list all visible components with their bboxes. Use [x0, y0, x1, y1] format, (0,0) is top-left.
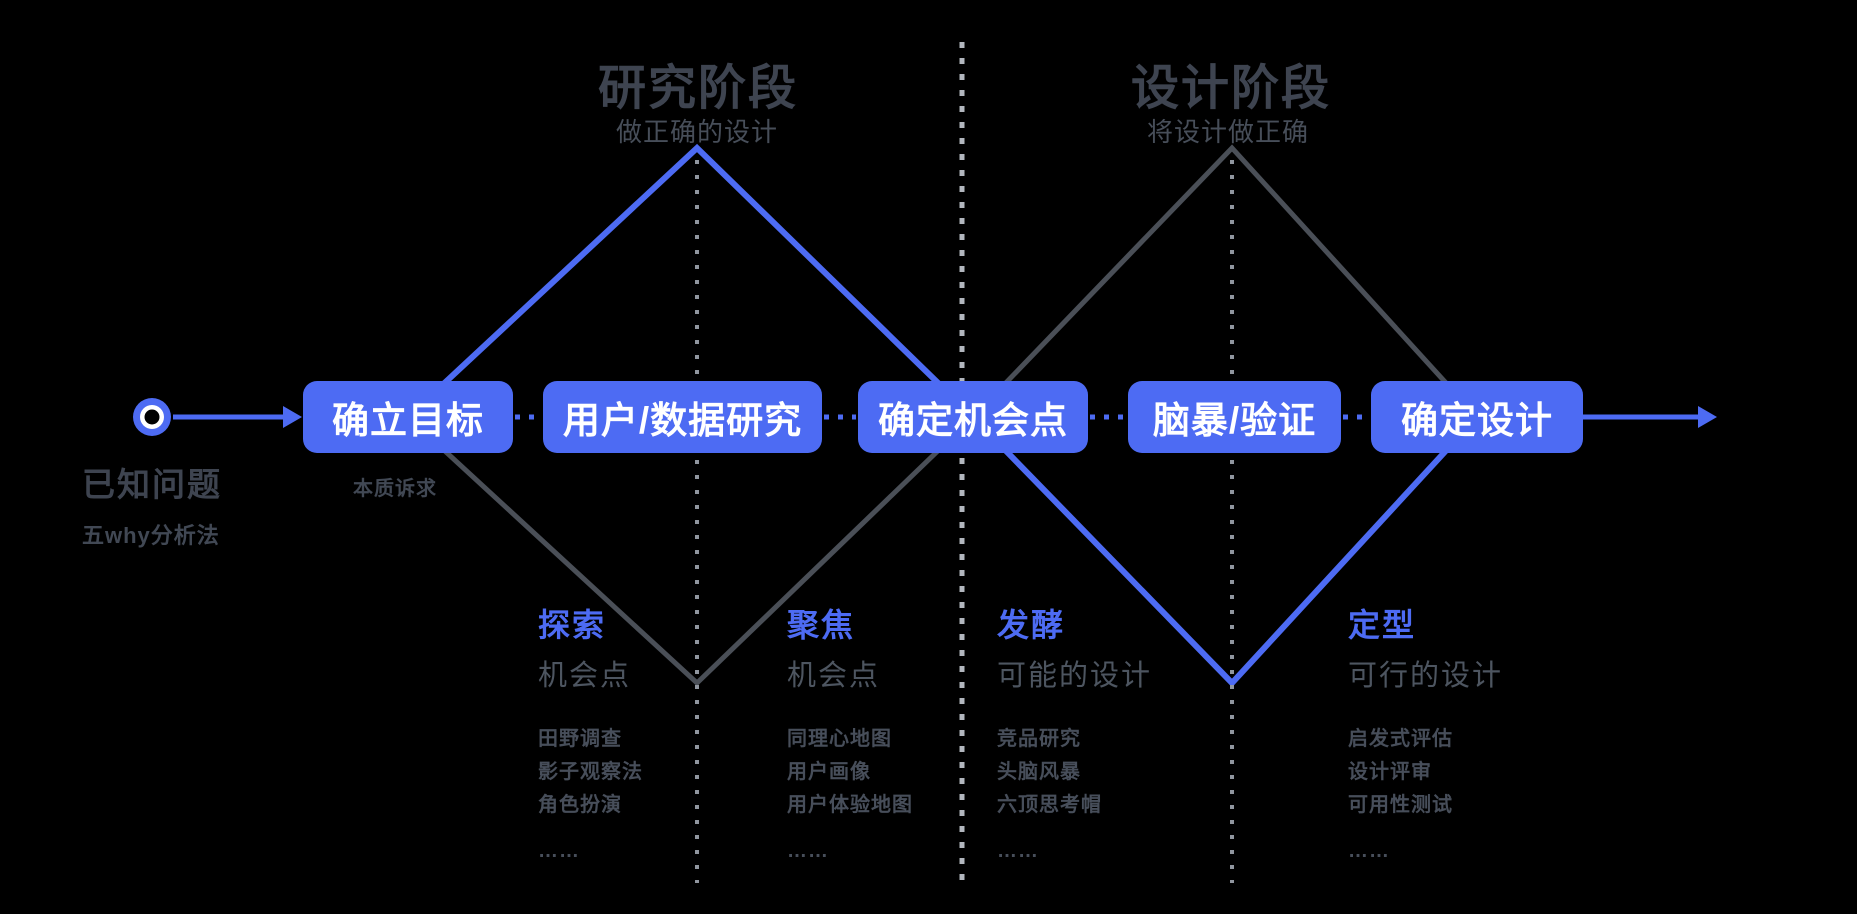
method-item: 设计评审 [1348, 761, 1432, 783]
stage-block-explore: 探索 机会点 田野调查 影子观察法 角色扮演 …… [538, 606, 838, 868]
method-item-ellipsis: …… [538, 840, 580, 862]
stage-method-list: 同理心地图 用户画像 用户体验地图 …… [787, 723, 1087, 868]
method-item: 田野调查 [538, 728, 622, 750]
method-item: 角色扮演 [538, 794, 622, 816]
step-pill-set-goal: 确立目标 [303, 381, 513, 453]
method-item: 头脑风暴 [997, 761, 1081, 783]
stage-block-finalize: 定型 可行的设计 启发式评估 设计评审 可用性测试 …… [1348, 606, 1648, 868]
essential-demand-note: 本质诉求 [353, 478, 437, 500]
step-pill-user-data-research: 用户/数据研究 [543, 381, 822, 453]
stage-title: 聚焦 [787, 607, 856, 643]
method-item: 竞品研究 [997, 728, 1081, 750]
start-node-icon [133, 398, 171, 436]
method-item-ellipsis: …… [787, 840, 829, 862]
end-arrow-icon [1583, 406, 1717, 428]
method-item: 同理心地图 [787, 728, 892, 750]
stage-subtitle: 可能的设计 [997, 660, 1153, 692]
stage-method-list: 田野调查 影子观察法 角色扮演 …… [538, 723, 838, 868]
stage-title: 定型 [1348, 607, 1417, 643]
stage-subtitle: 可行的设计 [1348, 660, 1504, 692]
method-item-ellipsis: …… [1348, 840, 1390, 862]
phase-title-research: 研究阶段 [597, 62, 799, 115]
stage-block-ferment: 发酵 可能的设计 竞品研究 头脑风暴 六顶思考帽 …… [997, 606, 1297, 868]
step-pill-brainstorm-validate: 脑暴/验证 [1128, 381, 1341, 453]
stage-block-focus: 聚焦 机会点 同理心地图 用户画像 用户体验地图 …… [787, 606, 1087, 868]
known-problem-label: 已知问题 [82, 466, 222, 503]
stage-subtitle: 机会点 [787, 660, 881, 692]
method-item: 用户画像 [787, 761, 871, 783]
method-item: 影子观察法 [538, 761, 643, 783]
stage-method-list: 竞品研究 头脑风暴 六顶思考帽 …… [997, 723, 1297, 868]
five-why-method-label: 五why分析法 [82, 523, 220, 548]
method-item: 可用性测试 [1348, 794, 1453, 816]
step-pill-define-opportunity: 确定机会点 [858, 381, 1088, 453]
phase-subtitle-design: 将设计做正确 [1146, 117, 1310, 147]
stage-title: 探索 [538, 607, 607, 643]
method-item: 用户体验地图 [787, 794, 913, 816]
stage-title: 发酵 [997, 607, 1066, 643]
method-item: 六顶思考帽 [997, 794, 1102, 816]
stage-method-list: 启发式评估 设计评审 可用性测试 …… [1348, 723, 1648, 868]
method-item-ellipsis: …… [997, 840, 1039, 862]
stage-subtitle: 机会点 [538, 660, 632, 692]
start-arrow-icon [173, 406, 302, 428]
step-pill-finalize-design: 确定设计 [1371, 381, 1583, 453]
phase-title-design: 设计阶段 [1130, 62, 1332, 115]
phase-subtitle-research: 做正确的设计 [615, 117, 779, 147]
method-item: 启发式评估 [1348, 728, 1453, 750]
